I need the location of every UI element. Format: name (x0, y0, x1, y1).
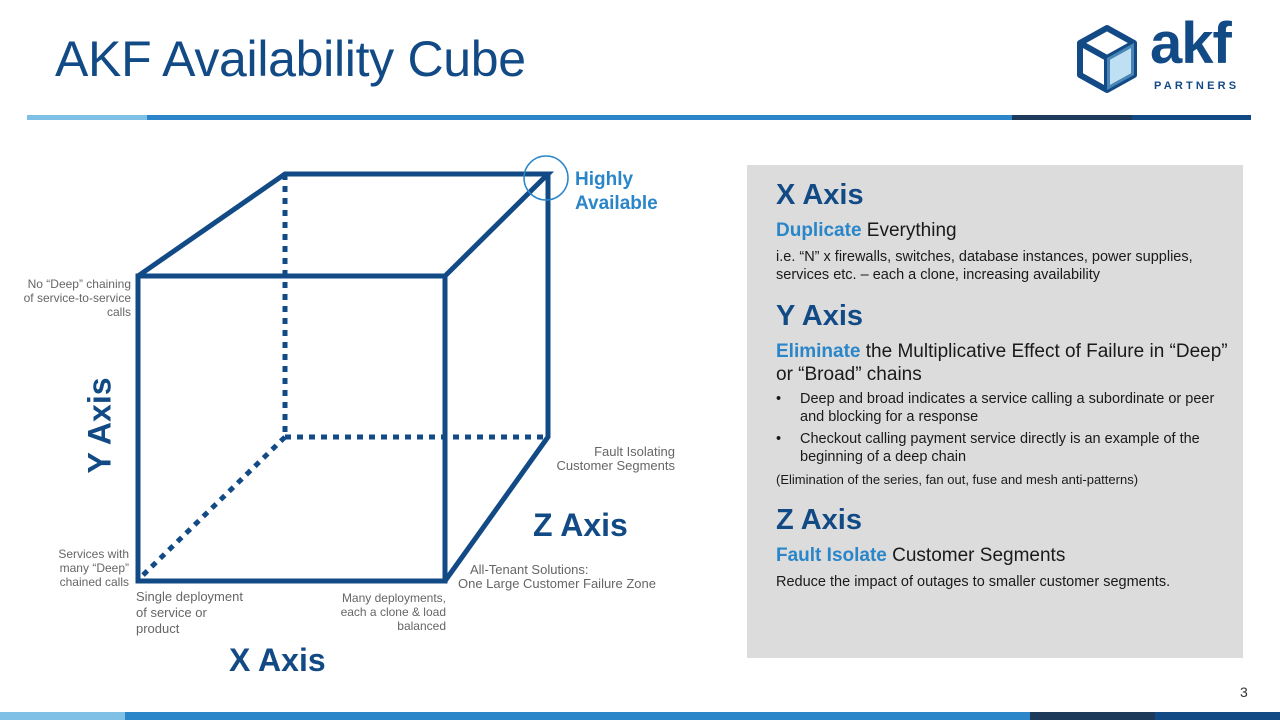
cube-visible-edges (135, 171, 555, 584)
page-number: 3 (1240, 684, 1248, 700)
cube-front-face (135, 273, 448, 584)
x-axis-section: X Axis Duplicate Everything i.e. “N” x f… (776, 177, 1231, 284)
cube-hidden-edges (138, 174, 548, 580)
y-axis-label: Y Axis (81, 377, 118, 474)
x-axis-label: X Axis (229, 642, 326, 678)
y-bottom-label: Services with many “Deep” chained calls (58, 547, 129, 589)
akf-logo: akf PARTNERS (1074, 11, 1254, 96)
x-axis-subtitle: Duplicate Everything (776, 220, 957, 241)
y-axis-section: Y Axis Eliminate the Multiplicative Effe… (776, 298, 1231, 488)
z-axis-label: Z Axis (533, 507, 628, 543)
cube-right-edges (442, 174, 551, 583)
footer-bar (0, 712, 1280, 720)
z-axis-subtitle: Fault Isolate Customer Segments (776, 545, 1066, 566)
x-right-label: Many deployments, each a clone & load ba… (340, 591, 446, 633)
y-axis-heading: Y Axis (776, 300, 864, 332)
highly-available-marker (523, 155, 569, 201)
logo-wordmark: akf (1150, 11, 1232, 76)
x-axis-body: i.e. “N” x firewalls, switches, database… (776, 249, 1193, 283)
axes-description-panel: X Axis Duplicate Everything i.e. “N” x f… (747, 165, 1243, 658)
availability-cube-diagram (135, 155, 569, 584)
z-axis-section: Z Axis Fault Isolate Customer Segments R… (776, 502, 1231, 592)
cube-top-edges (136, 171, 555, 279)
y-axis-subtitle: Eliminate the Multiplicative Effect of F… (776, 341, 1228, 385)
z-axis-body: Reduce the impact of outages to smaller … (776, 574, 1171, 590)
z-bottom-label: All-Tenant Solutions: One Large Customer… (458, 562, 656, 591)
y-axis-bullet: Deep and broad indicates a service calli… (776, 391, 1231, 426)
x-left-label: Single deployment of service or product (136, 589, 243, 636)
y-axis-note: (Elimination of the series, fan out, fus… (776, 472, 1139, 487)
logo-subtitle: PARTNERS (1154, 80, 1240, 92)
z-axis-heading: Z Axis (776, 504, 862, 536)
x-axis-heading: X Axis (776, 179, 864, 211)
highly-available-label: Highly Available (575, 169, 658, 214)
y-axis-bullet: Checkout calling payment service directl… (776, 431, 1231, 466)
z-top-label: Fault Isolating Customer Segments (556, 444, 676, 473)
page-title: AKF Availability Cube (55, 31, 526, 87)
cube-logo-icon (1077, 25, 1137, 93)
cube-hidden-edge-depth (138, 435, 287, 580)
y-top-label: No “Deep” chaining of service-to-service… (23, 277, 131, 319)
title-divider (27, 115, 1251, 120)
